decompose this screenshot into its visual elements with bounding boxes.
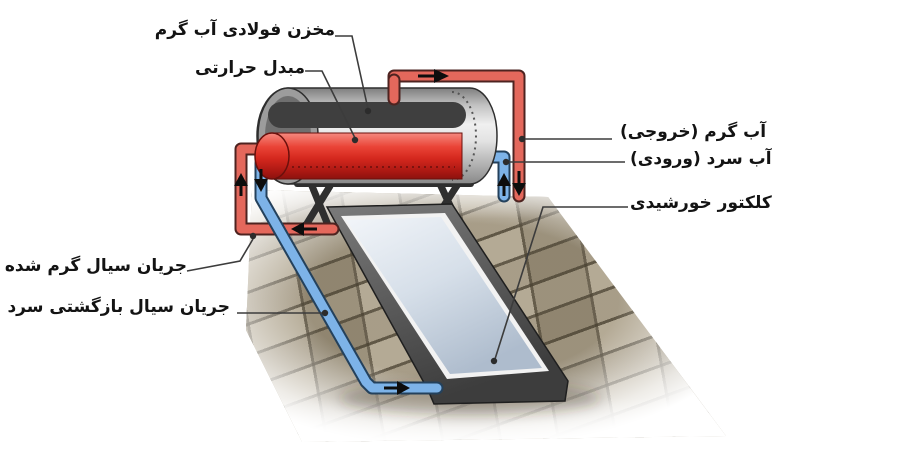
flow-arrow-right-collector-icon <box>384 381 410 395</box>
storage-tank <box>254 73 498 185</box>
flow-arrow-down-left-drop-icon <box>254 169 268 192</box>
leader-lines <box>186 35 628 365</box>
flow-arrow-down-icon <box>512 171 526 196</box>
label-cold-water-inlet: آب سرد (ورودی) <box>630 149 772 169</box>
label-hot-water-outlet: آب گرم (خروجی) <box>620 122 767 142</box>
leader-dots <box>249 107 526 365</box>
label-solar-collector: کلکتور خورشیدی <box>630 193 772 213</box>
label-heat-exchanger: مبدل حرارتی <box>195 58 305 78</box>
tank-inner-shadow <box>268 102 466 128</box>
label-heated-fluid-flow: جریان سیال گرم شده <box>4 256 187 276</box>
label-tank: مخزن فولادی آب گرم <box>154 20 335 40</box>
flow-arrow-up-icon <box>497 173 511 196</box>
label-cold-return-flow: جریان سیال بازگشتی سرد <box>7 297 230 317</box>
leader-tank <box>335 35 369 110</box>
collector-glass <box>346 217 542 374</box>
flow-arrow-left-icon <box>291 222 317 236</box>
heat-exchanger <box>254 132 463 180</box>
leader-heat-exchanger <box>305 70 356 139</box>
solar-collector <box>325 203 569 405</box>
leader-heated-fluid <box>186 238 254 272</box>
flow-arrow-up-left-riser-icon <box>234 173 248 196</box>
leader-collector <box>494 206 628 360</box>
flow-arrows <box>234 69 526 395</box>
flow-arrow-right-icon <box>418 69 449 83</box>
